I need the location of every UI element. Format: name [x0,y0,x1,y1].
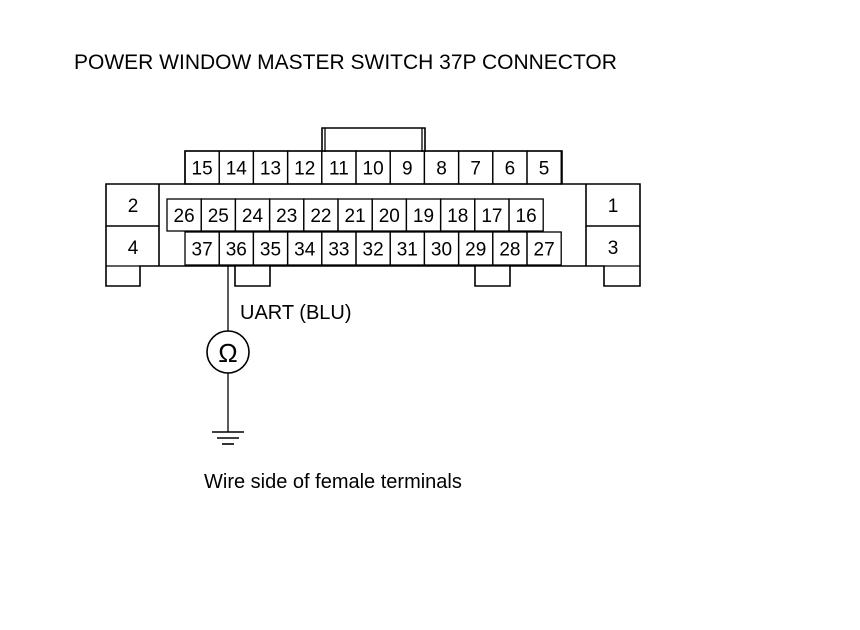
terminal-5: 5 [539,159,550,180]
terminal-33: 33 [328,240,349,261]
terminal-29: 29 [465,240,486,261]
terminal-27: 27 [534,240,555,261]
terminal-26: 26 [174,206,195,227]
terminal-25: 25 [208,206,229,227]
terminal-11: 11 [329,159,349,180]
terminal-10: 10 [363,159,384,180]
terminal-6: 6 [505,159,516,180]
terminal-24: 24 [242,206,264,227]
terminal-14: 14 [226,159,248,180]
connector-latch [321,127,426,152]
terminal-17: 17 [481,206,502,227]
terminal-36: 36 [226,240,247,261]
diagram-title: POWER WINDOW MASTER SWITCH 37P CONNECTOR [74,51,617,74]
terminal-34: 34 [294,240,316,261]
terminal-9: 9 [402,159,413,180]
terminal-18: 18 [447,206,468,227]
terminal-28: 28 [499,240,520,261]
terminal-20: 20 [379,206,400,227]
terminal-16: 16 [516,206,537,227]
middle-row-terminals: 26 25 24 23 22 21 20 19 18 17 16 [166,198,544,232]
terminal-19: 19 [413,206,434,227]
terminal-8: 8 [436,159,447,180]
terminal-31: 31 [397,240,418,261]
terminal-23: 23 [276,206,297,227]
terminal-15: 15 [192,159,213,180]
ohmmeter-probe: Ω [206,265,250,445]
terminal-cell [526,231,562,266]
terminal-3: 3 [608,238,619,259]
terminal-1: 1 [608,196,619,217]
terminal-22: 22 [310,206,331,227]
terminal-21: 21 [345,206,366,227]
terminal-cell [508,198,544,232]
terminal-32: 32 [363,240,384,261]
terminal-13: 13 [260,159,281,180]
ohm-symbol: Ω [218,338,237,368]
terminal-37: 37 [192,240,213,261]
caption: Wire side of female terminals [204,471,462,493]
housing-outline [105,150,641,287]
wire-label: UART (BLU) [240,302,352,324]
terminal-12: 12 [294,159,315,180]
terminal-7: 7 [470,159,481,180]
terminal-4: 4 [128,238,139,259]
terminal-cell [526,150,562,185]
bottom-row-terminals: 37 36 35 34 33 32 31 30 29 28 27 [184,231,562,266]
terminal-30: 30 [431,240,452,261]
terminal-2: 2 [128,196,139,217]
ground-icon [212,431,244,445]
top-row-terminals: 15 14 13 12 11 10 9 8 7 6 5 [184,150,562,185]
terminal-35: 35 [260,240,281,261]
